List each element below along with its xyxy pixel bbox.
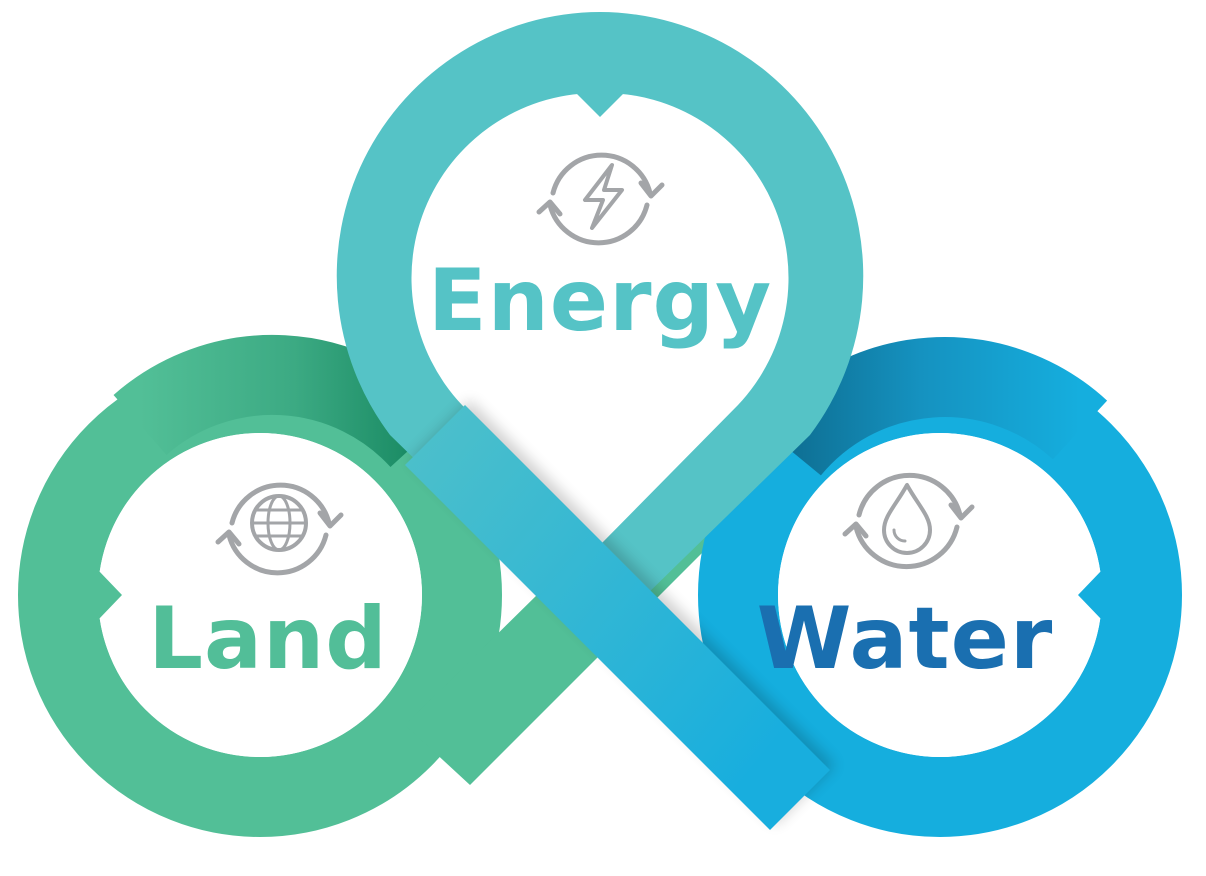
water-label: Water: [757, 589, 1054, 689]
water-drop-cycle-icon: [842, 472, 975, 570]
land-label: Land: [148, 589, 388, 689]
crossing-band: [405, 400, 835, 830]
globe-cycle-icon: [215, 482, 344, 576]
energy-cycle-icon: [536, 152, 665, 246]
energy-label: Energy: [428, 251, 772, 351]
